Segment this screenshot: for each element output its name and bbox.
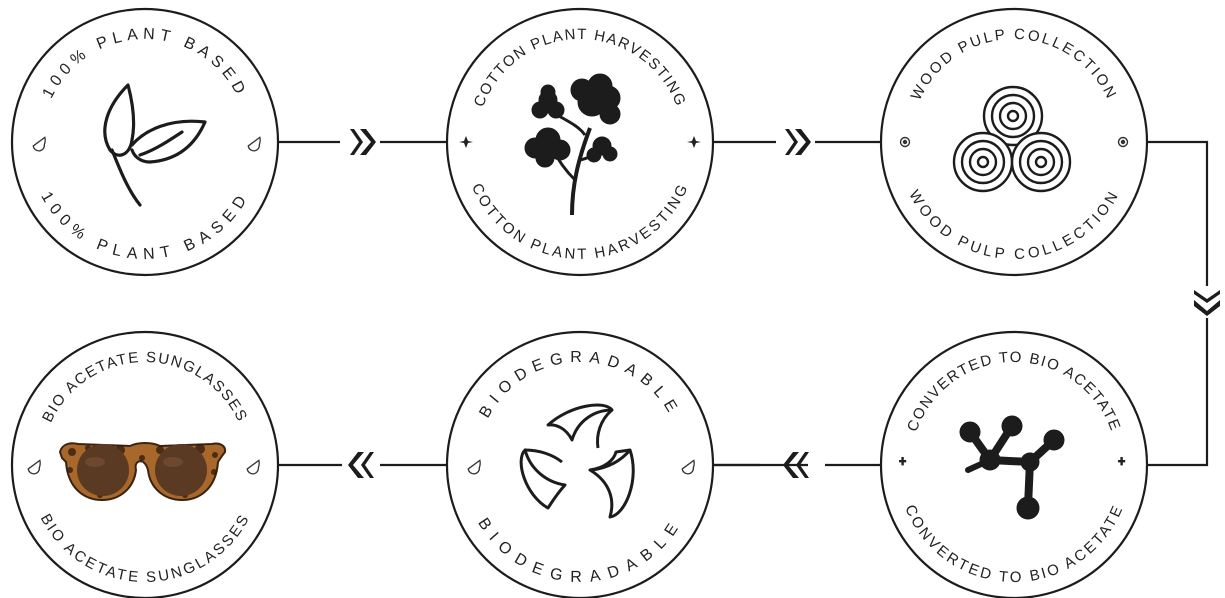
drop-icon	[27, 459, 260, 475]
connectors	[278, 140, 1209, 467]
double-chevron-icon	[1194, 290, 1220, 316]
cross-icon	[899, 457, 1126, 466]
step-biodegradable: BIODEGRADABLE BIODEGRADABLE	[445, 330, 715, 598]
double-chevron-icon	[783, 452, 809, 478]
badge-ring	[445, 330, 715, 598]
double-chevron-icon	[350, 129, 376, 155]
step-plant-based: 100% PLANT BASED 100% PLANT BASED	[10, 7, 280, 277]
arrows	[348, 129, 1220, 478]
step-sunglasses: BIO ACETATE SUNGLASSES BIO ACETATE SUNGL…	[10, 330, 280, 598]
step-wood-pulp: WOOD PULP COLLECTION WOOD PULP COLLECTIO…	[879, 7, 1149, 277]
step-bio-acetate: CONVERTED TO BIO ACETATE CONVERTED TO BI…	[879, 330, 1149, 598]
double-chevron-icon	[785, 129, 811, 155]
step-cotton: COTTON PLANT HARVESTING COTTON PLANT HAR…	[445, 7, 715, 277]
drop-icon	[467, 459, 695, 475]
double-chevron-icon	[348, 452, 374, 478]
sunglasses-icon	[58, 442, 227, 502]
recycle-icon	[519, 403, 635, 519]
leaf-icon	[103, 83, 207, 207]
badge-ring	[10, 7, 280, 277]
molecule-icon	[959, 415, 1065, 520]
badge-ring	[445, 7, 715, 277]
dot-ring-icon	[899, 136, 1129, 148]
cotton-plant-icon	[524, 73, 621, 216]
log-stack-icon	[952, 85, 1072, 193]
connector-line	[1147, 140, 1209, 286]
drop-icon	[32, 136, 261, 152]
connector-line	[1147, 318, 1209, 467]
sparkle-icon	[459, 136, 701, 148]
